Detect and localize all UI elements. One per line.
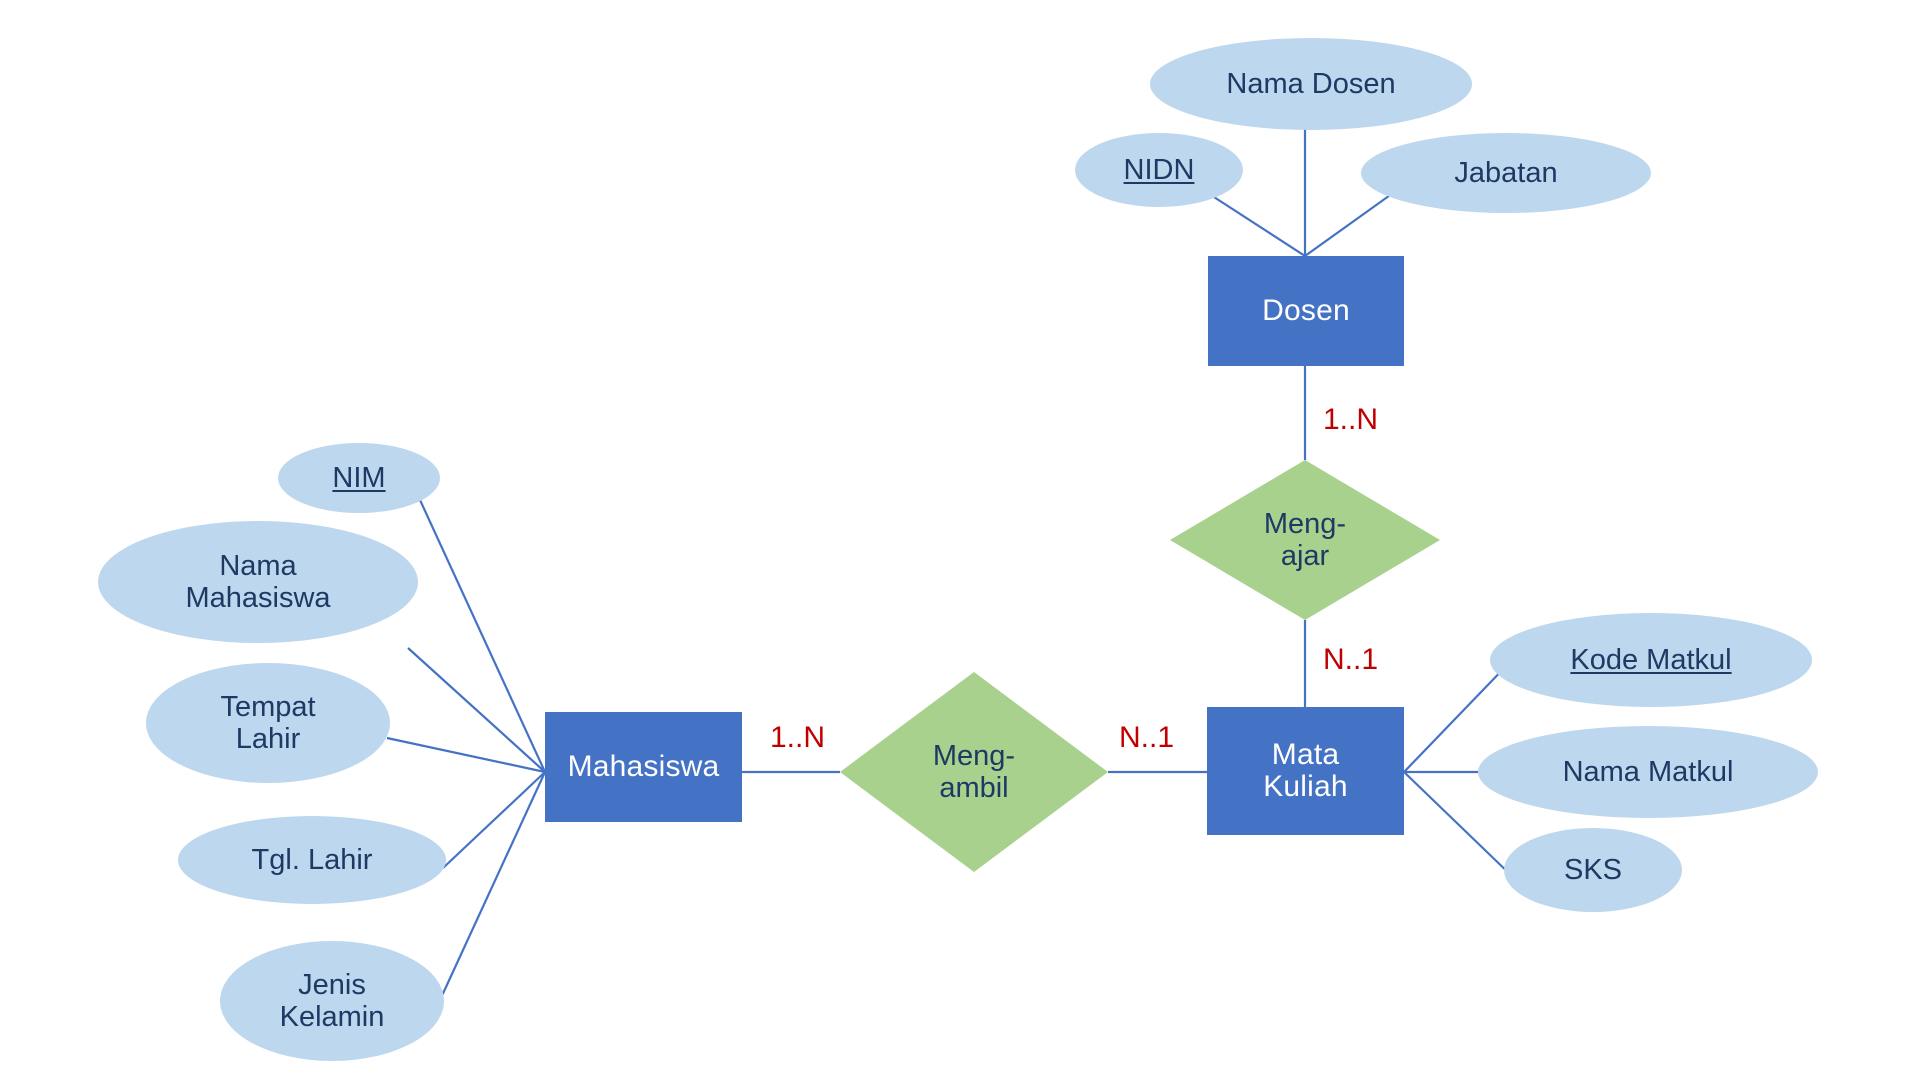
cardinality-mengajar-matakuliah: N..1: [1323, 643, 1379, 676]
edge-nim-to-mahasiswa: [419, 499, 546, 773]
attribute-nama-dosen[interactable]: Nama Dosen: [1150, 38, 1472, 130]
attribute-nidn-label: NIDN: [1123, 153, 1195, 186]
attribute-nim-label: NIM: [332, 461, 386, 494]
entity-dosen[interactable]: Dosen: [1208, 256, 1404, 366]
edge-nidn-to-dosen: [1199, 187, 1306, 257]
edge-nama-mahasiswa-to-mahasiswa: [407, 647, 546, 773]
entity-mahasiswa[interactable]: Mahasiswa: [545, 712, 742, 822]
attribute-nama-mahasiswa-label: Nama Mahasiswa: [185, 549, 331, 614]
attribute-nim[interactable]: NIM: [278, 443, 440, 513]
cardinality-mahasiswa-mengambil: 1..N: [770, 721, 826, 754]
cardinality-dosen-mengajar: 1..N: [1323, 403, 1379, 436]
attribute-kode-matkul-label: Kode Matkul: [1570, 643, 1732, 676]
attribute-kode-matkul[interactable]: Kode Matkul: [1490, 613, 1812, 707]
attribute-jenis-kelamin-label: Jenis Kelamin: [279, 968, 385, 1033]
cardinality-mengambil-matakuliah: N..1: [1119, 721, 1175, 754]
attribute-jabatan[interactable]: Jabatan: [1361, 133, 1651, 213]
attribute-nama-dosen-label: Nama Dosen: [1226, 67, 1396, 100]
entity-mata-kuliah[interactable]: Mata Kuliah: [1207, 707, 1404, 835]
relationship-mengambil-label: Meng- ambil: [932, 739, 1016, 804]
attribute-tgl-lahir-label: Tgl. Lahir: [251, 843, 373, 876]
relationship-mengajar-label: Meng- ajar: [1263, 507, 1347, 572]
attribute-jenis-kelamin[interactable]: Jenis Kelamin: [220, 941, 444, 1061]
edge-tgl-lahir-to-mahasiswa: [442, 771, 546, 869]
edge-matakuliah-to-sks: [1403, 771, 1517, 881]
attribute-jabatan-label: Jabatan: [1454, 156, 1558, 189]
attribute-nidn[interactable]: NIDN: [1075, 133, 1243, 207]
attribute-nama-matkul-label: Nama Matkul: [1562, 755, 1734, 788]
attribute-sks[interactable]: SKS: [1504, 828, 1682, 912]
attribute-nama-mahasiswa[interactable]: Nama Mahasiswa: [98, 521, 418, 643]
attribute-tempat-lahir[interactable]: Tempat Lahir: [146, 663, 390, 783]
entity-dosen-label: Dosen: [1262, 293, 1350, 327]
edge-matakuliah-to-kode-matkul: [1403, 661, 1511, 773]
relationship-mengambil[interactable]: Meng- ambil: [840, 672, 1108, 872]
edge-jabatan-to-dosen: [1304, 187, 1401, 257]
edge-tempat-lahir-to-mahasiswa: [386, 736, 546, 774]
attribute-tgl-lahir[interactable]: Tgl. Lahir: [178, 816, 446, 904]
attribute-sks-label: SKS: [1563, 853, 1623, 886]
relationship-mengajar[interactable]: Meng- ajar: [1170, 460, 1440, 620]
attribute-nama-matkul[interactable]: Nama Matkul: [1478, 726, 1818, 818]
entity-mahasiswa-label: Mahasiswa: [567, 749, 720, 783]
attribute-tempat-lahir-label: Tempat Lahir: [220, 690, 316, 755]
edge-jenis-kelamin-to-mahasiswa: [439, 771, 546, 1001]
entity-mata-kuliah-label: Mata Kuliah: [1263, 737, 1348, 803]
